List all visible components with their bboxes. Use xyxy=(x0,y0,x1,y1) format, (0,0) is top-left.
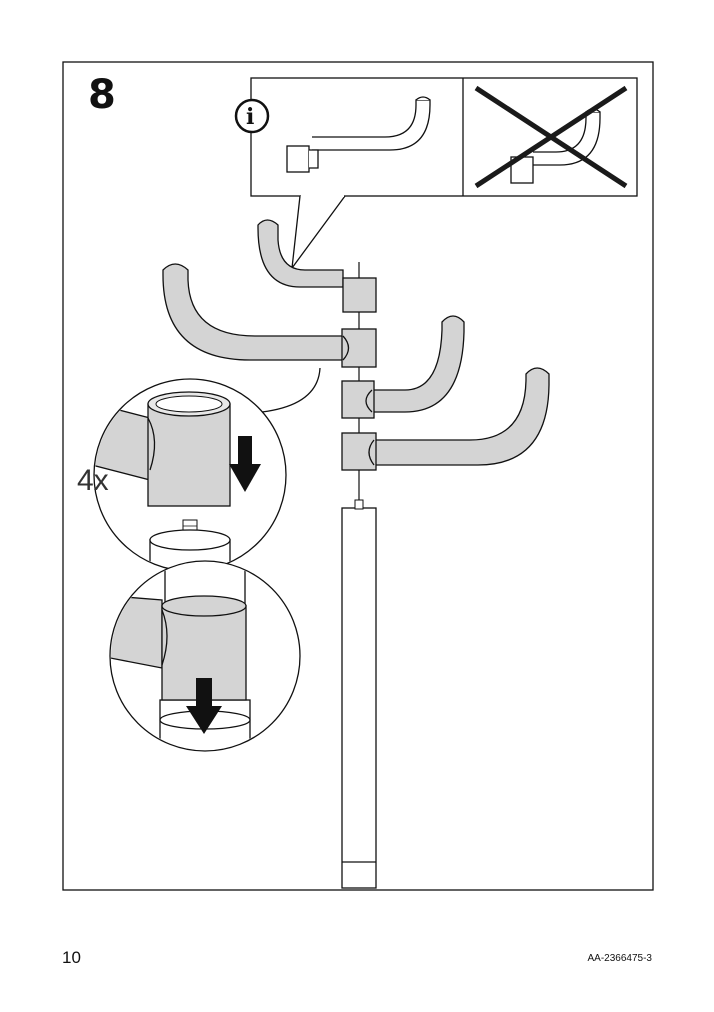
quantity-label: 4x xyxy=(77,464,109,497)
detail-circle-lower xyxy=(109,560,301,752)
hook-top-left xyxy=(257,219,377,313)
coat-stand-pole xyxy=(341,262,377,889)
hook-bottom-right xyxy=(341,367,550,471)
down-arrow-icon xyxy=(186,678,222,734)
hook-middle-right xyxy=(341,315,465,419)
info-callout: i xyxy=(234,77,638,271)
document-code: AA-2366475-3 xyxy=(587,953,653,964)
detail-pointer xyxy=(261,367,321,413)
info-circle-icon: i xyxy=(234,98,270,134)
step-number: 8 xyxy=(88,72,116,118)
step-frame xyxy=(62,61,654,891)
cross-x-icon xyxy=(474,85,628,189)
hook-middle-left xyxy=(162,263,377,368)
correct-hook-detail xyxy=(286,96,431,173)
detail-circle-upper xyxy=(93,378,287,572)
page-number: 10 xyxy=(62,948,81,967)
svg-text:i: i xyxy=(246,104,254,130)
down-arrow-icon xyxy=(229,436,261,492)
